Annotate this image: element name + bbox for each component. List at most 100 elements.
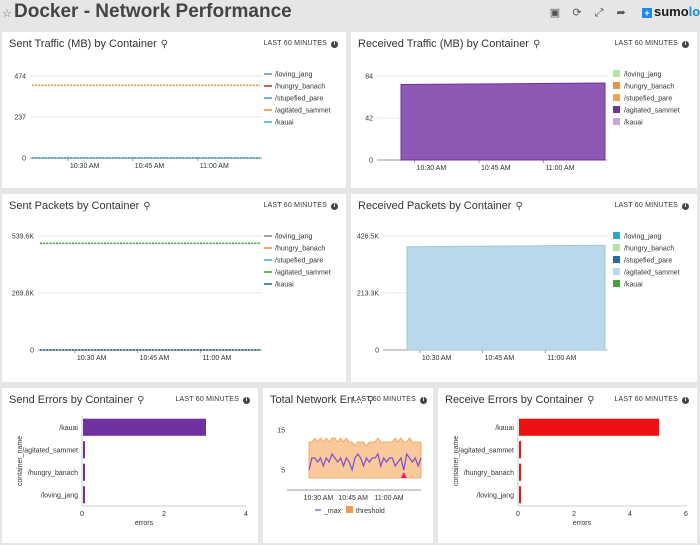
x-tick-label: 11:00 AM — [374, 495, 403, 502]
category-label: /loving_jang — [477, 492, 514, 499]
y-tick-label: 42 — [365, 116, 373, 123]
refresh-icon[interactable]: ⟳ — [572, 7, 582, 19]
search-icon[interactable]: ⚲ — [532, 39, 541, 50]
x-axis-label: errors — [573, 520, 592, 527]
search-icon[interactable]: ⚲ — [587, 395, 595, 406]
x-tick-label: 10:45 AM — [135, 163, 165, 170]
info-icon[interactable]: i — [331, 41, 338, 48]
logo-mark-icon: + — [642, 8, 652, 18]
info-icon[interactable]: i — [243, 397, 250, 404]
legend-swatch — [613, 118, 620, 125]
panel-title: Sent Traffic (MB) by Container — [9, 38, 157, 50]
y-tick-label: 0 — [369, 158, 373, 165]
panel-title: Sent Packets by Container — [9, 200, 140, 212]
y-tick-label: 0 — [22, 156, 26, 163]
legend-swatch — [613, 70, 620, 77]
series-area — [400, 82, 606, 161]
x-tick-label: 11:00 AM — [545, 165, 574, 172]
search-icon[interactable]: ⚲ — [137, 395, 145, 406]
time-range-label: LAST 60 MINUTES — [263, 202, 327, 209]
y-tick-label: 474 — [14, 74, 26, 81]
series-line-max — [308, 452, 422, 473]
y-tick-label: 269.8K — [12, 291, 35, 298]
chart-send-errors: /kauai/agitated_sammet/hungry_banach/lov… — [17, 416, 248, 527]
search-icon[interactable]: ⚲ — [160, 39, 169, 50]
bar — [519, 418, 659, 436]
add-to-library-icon[interactable]: ▣ — [549, 7, 561, 19]
legend-label: /stupefied_pare — [624, 258, 672, 265]
info-icon[interactable]: i — [682, 41, 689, 48]
chart-sent-packets: 539.6K 269.8K 0 10:30 AM 10:45 AM 11:00 AM/lo… — [12, 234, 331, 363]
category-label: /hungry_banach — [464, 470, 514, 477]
info-icon[interactable]: i — [331, 203, 338, 210]
series-area — [406, 244, 606, 351]
panel-received-packets: Received Packets by Container⚲ LAST 60 M… — [351, 194, 697, 382]
chart-receive-errors: /kauai/agitated_sammet/hungry_banach/lov… — [453, 416, 688, 527]
info-icon[interactable]: i — [420, 397, 427, 404]
legend-label: /stupefied_pare — [275, 258, 323, 265]
y-tick-label: 213.3K — [357, 291, 380, 298]
time-range-label: LAST 60 MINUTES — [175, 396, 239, 403]
fullscreen-icon[interactable]: ⤢ — [594, 7, 604, 19]
x-tick-label: 10:30 AM — [77, 355, 107, 362]
x-tick-label: 11:00 AM — [547, 355, 576, 362]
info-icon[interactable]: i — [682, 203, 689, 210]
legend-swatch — [613, 256, 620, 263]
legend-label: /kauai — [624, 120, 643, 127]
y-tick-label: 0 — [30, 348, 34, 355]
share-icon[interactable]: ➦ — [616, 7, 626, 19]
bar — [519, 486, 521, 504]
panel-title: Receive Errors by Container — [445, 394, 584, 406]
legend-swatch — [613, 268, 620, 275]
panel-send-errors: Send Errors by Container⚲ LAST 60 MINUTE… — [2, 388, 258, 543]
y-axis-label: container_name — [453, 436, 460, 486]
panel-received-traffic: Received Traffic (MB) by Container⚲ LAST… — [351, 32, 697, 188]
sumologic-logo: +sumologic — [642, 4, 700, 19]
info-icon[interactable]: i — [682, 397, 689, 404]
y-tick-label: 15 — [277, 428, 285, 435]
x-tick-label: 0 — [516, 511, 520, 518]
legend-label: /hungry_banach — [624, 84, 674, 91]
y-tick-label: 539.6K — [12, 234, 35, 241]
legend-label: /hungry_banach — [624, 246, 674, 253]
search-icon[interactable]: ⚲ — [366, 395, 375, 406]
search-icon[interactable]: ⚲ — [515, 201, 523, 212]
bar — [83, 441, 85, 459]
dashboard-header: ☆ Docker - Network Performance ▣ ⟳ ⤢ ➦ +… — [0, 0, 700, 26]
x-tick-label: 10:30 AM — [304, 495, 334, 502]
favorite-star-icon[interactable]: ☆ — [2, 8, 12, 20]
search-icon[interactable]: ⚲ — [143, 201, 151, 212]
panel-title: Total Network Err... — [270, 394, 363, 406]
x-tick-label: 6 — [684, 511, 688, 518]
time-range-label: LAST 60 MINUTES — [614, 396, 678, 403]
category-label: /hungry_banach — [28, 470, 78, 477]
legend-swatch — [346, 506, 353, 513]
legend-label: /agitated_sammet — [624, 270, 680, 277]
x-tick-label: 11:00 AM — [202, 355, 231, 362]
x-tick-label: 4 — [628, 511, 632, 518]
legend-swatch — [613, 94, 620, 101]
time-range-label: LAST 60 MINUTES — [614, 40, 678, 47]
panel-receive-errors: Receive Errors by Container⚲ LAST 60 MIN… — [438, 388, 697, 543]
legend-label: /hungry_banach — [275, 246, 325, 253]
panel-title: Send Errors by Container — [9, 394, 134, 406]
legend-label: /loving_jang — [275, 234, 312, 241]
y-tick-label: 237 — [14, 115, 26, 122]
legend-label: /kauai — [275, 120, 294, 127]
x-tick-label: 10:45 AM — [140, 355, 170, 362]
legend-label: /agitated_sammet — [275, 108, 331, 115]
panel-title: Received Traffic (MB) by Container — [358, 38, 529, 50]
y-axis-label: container_name — [17, 436, 24, 486]
x-tick-label: 10:30 AM — [417, 165, 447, 172]
time-range-label: LAST 60 MINUTES — [263, 40, 327, 47]
x-tick-label: 10:45 AM — [338, 495, 368, 502]
bar — [83, 463, 85, 481]
x-tick-label: 10:30 AM — [422, 355, 452, 362]
x-tick-label: 0 — [80, 511, 84, 518]
legend-swatch — [613, 244, 620, 251]
x-tick-label: 10:45 AM — [485, 355, 515, 362]
legend-swatch — [613, 106, 620, 113]
legend-label: /hungry_banach — [275, 84, 325, 91]
